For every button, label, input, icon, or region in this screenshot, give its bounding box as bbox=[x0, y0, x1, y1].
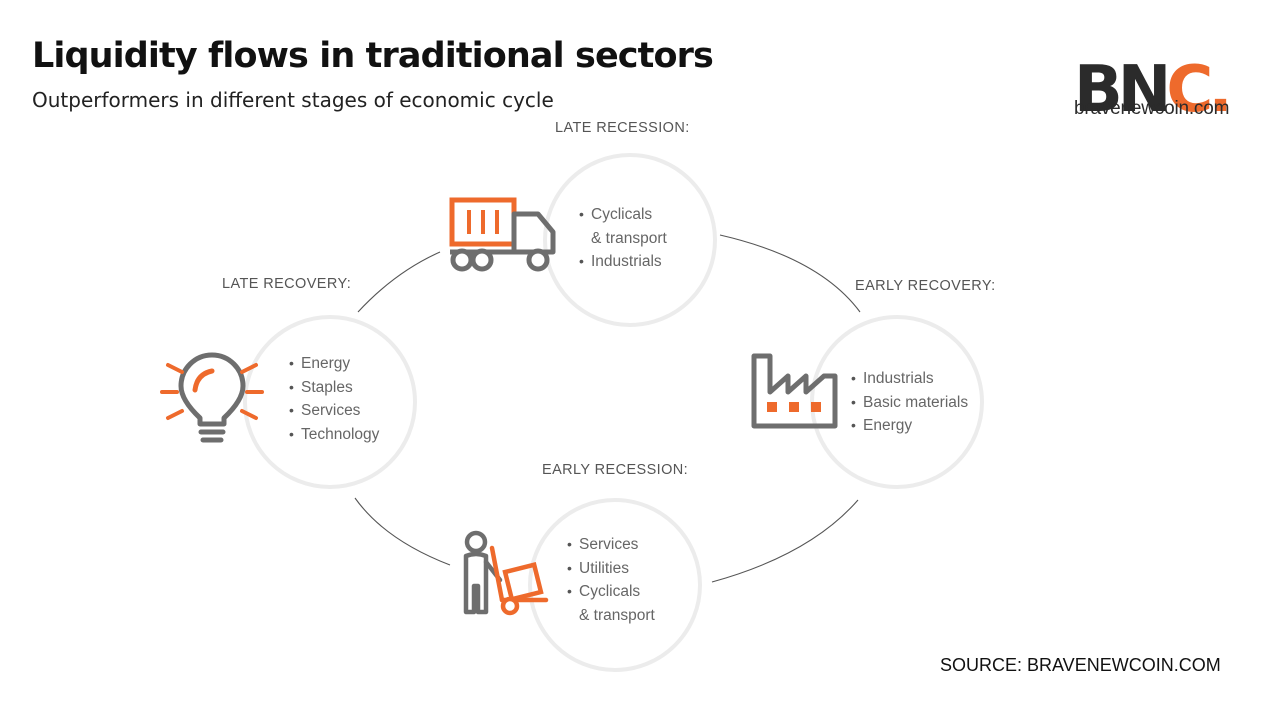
sector-name: Industrials bbox=[863, 370, 934, 387]
page-subtitle: Outperformers in different stages of eco… bbox=[32, 88, 554, 112]
list-item: • Basic materials bbox=[851, 391, 968, 415]
arc-late-recovery-to-late-recession bbox=[357, 251, 441, 313]
sector-name: Basic materials bbox=[863, 393, 969, 411]
stage-label-early-recovery: EARLY RECOVERY: bbox=[855, 278, 996, 294]
lightbulb-icon bbox=[160, 352, 264, 443]
sector-name: Cyclicals bbox=[579, 583, 641, 600]
page-title: Liquidity flows in traditional sectors bbox=[32, 36, 714, 76]
sector-name: Energy bbox=[863, 417, 913, 434]
sector-name-continued: & transport bbox=[591, 229, 667, 247]
list-item: • Energy bbox=[289, 352, 379, 376]
list-item: • Utilities bbox=[567, 557, 655, 581]
bullet: • bbox=[851, 370, 856, 386]
source-credit: SOURCE: BRAVENEWCOIN.COM bbox=[940, 655, 1221, 675]
brand-logo: BNC. bravenewcoin.com bbox=[1068, 28, 1258, 123]
sector-name-continued: & transport bbox=[579, 606, 655, 624]
list-item: • Industrials bbox=[579, 250, 667, 274]
bullet: • bbox=[289, 402, 294, 418]
list-item: • Staples bbox=[289, 376, 379, 400]
sector-list-early-recession: • Services • Utilities • Cyclicals & transpo… bbox=[567, 533, 655, 627]
sector-name: Industrials bbox=[591, 253, 662, 270]
bullet: • bbox=[567, 559, 572, 576]
list-item: • Cyclicals & transport bbox=[567, 580, 655, 627]
sector-list-late-recession: • Cyclicals & transport • Industrials bbox=[579, 203, 667, 274]
sector-list-late-recovery: • Energy • Staples • Services • Technology bbox=[289, 352, 379, 446]
sector-name: Services bbox=[301, 402, 361, 419]
logo-mark: BNC. bbox=[1074, 58, 1233, 122]
stage-circles bbox=[243, 153, 984, 672]
sector-name: Staples bbox=[301, 378, 353, 396]
circle-late-recession bbox=[543, 153, 717, 327]
stage-label-late-recovery: LATE RECOVERY: bbox=[222, 276, 352, 292]
bullet: • bbox=[851, 393, 856, 410]
sector-name: Services bbox=[579, 536, 639, 553]
list-item: • Services bbox=[567, 533, 655, 557]
truck-icon bbox=[449, 197, 556, 272]
bullet: • bbox=[851, 417, 856, 433]
list-item: • Services bbox=[289, 399, 379, 423]
bullet: • bbox=[567, 536, 572, 552]
stage-label-early-recession: EARLY RECESSION: bbox=[542, 462, 689, 478]
list-item: • Technology bbox=[289, 423, 379, 447]
logo-domain: bravenewcoin.com bbox=[1074, 98, 1230, 119]
sector-name: Technology bbox=[301, 425, 380, 443]
bullet: • bbox=[579, 206, 584, 222]
bullet: • bbox=[289, 425, 294, 442]
sector-name: Utilities bbox=[579, 559, 629, 577]
arc-early-recession-to-late-recovery bbox=[354, 497, 451, 566]
factory-icon bbox=[751, 353, 838, 429]
circle-early-recession bbox=[528, 498, 702, 672]
logo-mark-main: BN bbox=[1074, 53, 1171, 127]
logo-mark-accent: C. bbox=[1166, 53, 1232, 127]
stage-label-late-recession: LATE RECESSION: bbox=[555, 120, 690, 136]
list-item: • Cyclicals & transport bbox=[579, 203, 667, 250]
sector-name: Energy bbox=[301, 355, 351, 372]
worker-hand-truck-icon bbox=[463, 530, 549, 616]
bullet: • bbox=[567, 583, 572, 599]
bullet: • bbox=[289, 378, 294, 395]
bullet: • bbox=[289, 355, 294, 371]
list-item: • Industrials bbox=[851, 367, 968, 391]
list-item: • Energy bbox=[851, 414, 968, 438]
cycle-arcs bbox=[354, 234, 861, 583]
sector-name: Cyclicals bbox=[591, 206, 653, 223]
arc-early-recovery-to-early-recession bbox=[711, 499, 859, 583]
bullet: • bbox=[579, 253, 584, 269]
circle-late-recovery bbox=[243, 315, 417, 489]
arc-late-recession-to-early-recovery bbox=[719, 234, 861, 313]
sector-list-early-recovery: • Industrials • Basic materials • Energy bbox=[851, 367, 968, 438]
